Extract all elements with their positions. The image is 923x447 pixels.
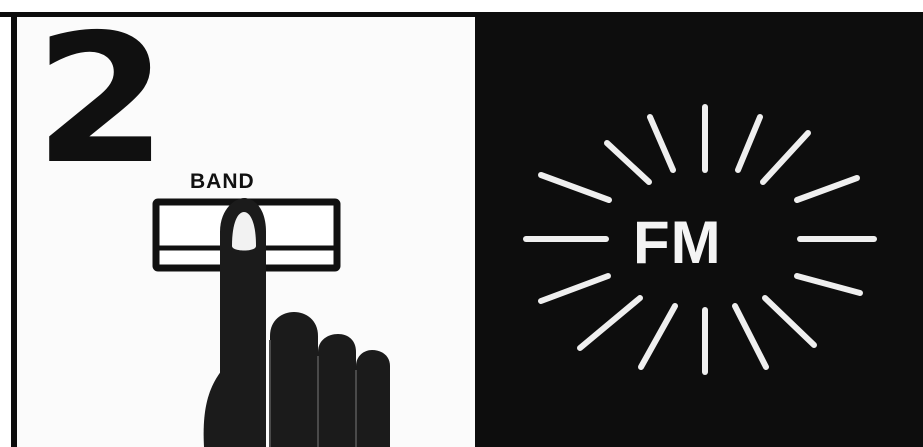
fm-indicator-label: FM <box>633 208 783 278</box>
